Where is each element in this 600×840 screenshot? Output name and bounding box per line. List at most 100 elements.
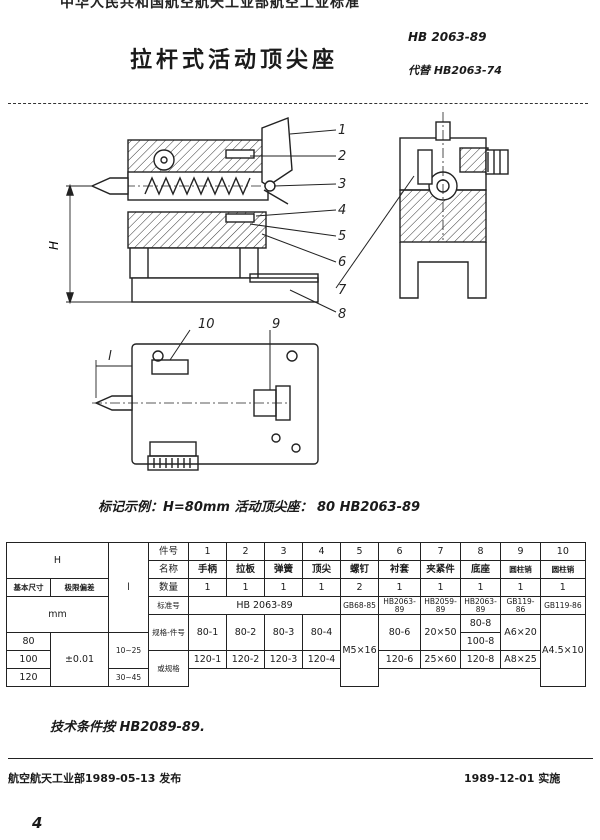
spec-cell: 120-1 <box>188 650 227 669</box>
header-l: l <box>108 542 149 633</box>
callout-numbers: 1 2 3 4 5 6 7 8 <box>338 123 347 322</box>
header-H: H <box>6 542 109 579</box>
standard-no: GB68-85 <box>340 596 379 615</box>
replaces-standard: 代替 HB2063-74 <box>408 64 502 77</box>
page-number: 4 <box>32 814 43 832</box>
unit-cell: mm <box>6 596 109 633</box>
row-label-name: 名称 <box>148 560 189 579</box>
header-basic-size: 基本尺寸 <box>6 578 51 597</box>
plan-callouts: 10 9 l <box>108 317 280 364</box>
spec-cell: 80-2 <box>226 614 265 651</box>
issue-date: 航空航天工业部1989-05-13 发布 <box>8 772 182 785</box>
table-row: 80 ±0.01 10~25 100-8 <box>6 632 586 687</box>
H-value: 80 <box>6 632 51 651</box>
spec-cell: 25×60 <box>420 650 461 669</box>
plan-view <box>92 329 319 471</box>
footer-divider <box>8 758 593 759</box>
standard-no: HB2063-89 <box>378 596 421 615</box>
length-dimension-label: l <box>108 349 112 364</box>
callout-7: 7 <box>338 283 347 298</box>
callout-6: 6 <box>338 255 346 270</box>
spec-cell: 100-8 <box>460 632 501 651</box>
screw-spec: M5×16 <box>340 614 379 687</box>
standard-banner: 中华人民共和国航空航天工业部航空工业标准 <box>60 0 360 11</box>
header-divider <box>8 103 588 104</box>
technical-conditions: 技术条件按 HB2089-89. <box>50 720 205 735</box>
tolerance-value: ±0.01 <box>50 632 109 687</box>
part-no: 4 <box>302 542 341 561</box>
quantity: 1 <box>264 578 303 597</box>
callout-9: 9 <box>272 317 280 332</box>
spec-cell: 120-8 <box>460 650 501 669</box>
implementation-date: 1989-12-01 实施 <box>464 772 561 785</box>
table-row: H l 件号 1 2 3 4 5 6 7 8 9 10 <box>6 542 586 633</box>
spec-cell: 120-2 <box>226 650 265 669</box>
spec-cell: A8×25 <box>500 650 541 669</box>
part-no: 3 <box>264 542 303 561</box>
table-row: 120-1 120-2 120-3 120-4 120-6 25×60 120-… <box>7 650 586 669</box>
quantity: 1 <box>226 578 265 597</box>
part-name: 夹紧件 <box>420 560 461 579</box>
spec-cell: 120-6 <box>378 650 421 669</box>
part-name: 底座 <box>460 560 501 579</box>
spec-cell: 80-3 <box>264 614 303 651</box>
standard-merged: HB 2063-89 <box>188 596 341 615</box>
H-value: 100 <box>6 650 51 669</box>
technical-drawing: H 1 2 3 4 5 6 7 8 <box>47 112 509 471</box>
spec-cell: 80-1 <box>188 614 227 651</box>
part-name: 圆柱销 <box>540 560 586 579</box>
quantity: 1 <box>420 578 461 597</box>
callout-3: 3 <box>338 177 346 192</box>
callout-2: 2 <box>338 149 346 164</box>
callout-10: 10 <box>198 317 215 332</box>
H-value: 120 <box>6 668 51 687</box>
row-label-part-no: 件号 <box>148 542 189 561</box>
callout-4: 4 <box>338 203 346 218</box>
row-label-qty: 数量 <box>148 578 189 597</box>
front-view <box>66 117 319 305</box>
quantity: 1 <box>460 578 501 597</box>
spec-cell: 120-3 <box>264 650 303 669</box>
row-label-standard: 标准号 <box>148 596 189 615</box>
part-name: 螺钉 <box>340 560 379 579</box>
part-name: 拉板 <box>226 560 265 579</box>
parts-table: H l 件号 1 2 3 4 5 6 7 8 9 10 名称 手柄 拉板 弹簧 … <box>6 542 586 687</box>
part-no: 7 <box>420 542 461 561</box>
table-row: 120 30~45 <box>6 668 586 687</box>
callout-1: 1 <box>338 123 346 138</box>
part-no: 1 <box>188 542 227 561</box>
part-no: 6 <box>378 542 421 561</box>
table-row: 基本尺寸 极限偏差 数量 1 1 1 1 2 1 1 1 1 1 <box>6 578 586 597</box>
quantity: 1 <box>302 578 341 597</box>
pin10-spec: A4.5×10 <box>540 614 586 687</box>
spec-cell: 80-8 <box>460 614 501 633</box>
quantity: 1 <box>378 578 421 597</box>
side-view <box>399 112 509 299</box>
part-no: 10 <box>540 542 586 561</box>
row-label-or-spec: 或规格 <box>148 650 189 687</box>
row-label-spec: 规格-件号 <box>148 614 189 651</box>
marking-example: 标记示例：H=80mm 活动顶尖座： 80 HB2063-89 <box>98 500 421 515</box>
spec-cell: A6×20 <box>500 614 541 651</box>
callout-5: 5 <box>338 229 346 244</box>
standard-no: HB2063-89 <box>460 596 501 615</box>
quantity: 1 <box>540 578 586 597</box>
standard-no: GB119-86 <box>500 596 541 615</box>
quantity: 1 <box>500 578 541 597</box>
standard-no: HB2059-89 <box>420 596 461 615</box>
quantity: 2 <box>340 578 379 597</box>
standard-no: GB119-86 <box>540 596 586 615</box>
height-dimension-label: H <box>47 241 61 250</box>
part-name: 手柄 <box>188 560 227 579</box>
header-tolerance: 极限偏差 <box>50 578 109 597</box>
l-range: 10~25 <box>108 632 149 669</box>
spec-cell: 80-6 <box>378 614 421 651</box>
part-name: 顶尖 <box>302 560 341 579</box>
document-title: 拉杆式活动顶尖座 <box>130 48 339 73</box>
table-row: mm 标准号 HB 2063-89 GB68-85 HB2063-89 HB20… <box>6 596 586 633</box>
quantity: 1 <box>188 578 227 597</box>
spec-cell: 20×50 <box>420 614 461 651</box>
part-name: 圆柱销 <box>500 560 541 579</box>
part-no: 8 <box>460 542 501 561</box>
spec-cell: 120-4 <box>302 650 341 669</box>
